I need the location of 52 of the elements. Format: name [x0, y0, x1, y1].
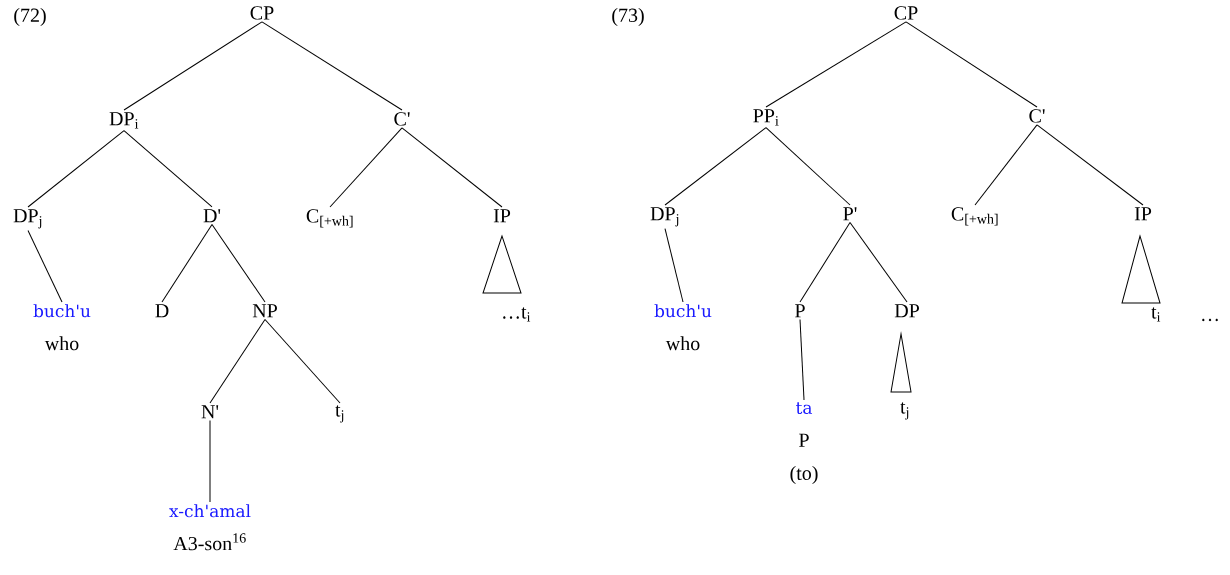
tree-label: NP [252, 304, 277, 318]
tree-label: C$_{[+wh]}$ [306, 209, 353, 228]
tree-label: IP [493, 209, 511, 223]
tree-branch [123, 130, 213, 208]
tree-label: C' [1029, 109, 1045, 123]
word-gloss: buch'u who [654, 304, 712, 351]
tree-branch [664, 127, 767, 206]
tree-label: D' [203, 209, 221, 223]
tree-label: IP [1134, 207, 1152, 221]
tree-label: C' [394, 112, 410, 126]
tree-label: DP$_{i}$ [109, 112, 139, 129]
ellipsis: … [1202, 318, 1218, 322]
tree-label: DP$_{j}$ [650, 207, 679, 227]
tree-branch [27, 130, 125, 208]
tree-label: N' [201, 405, 219, 419]
tree-branch [974, 124, 1038, 206]
example-number: (73) [612, 7, 644, 27]
tree-branch [849, 222, 908, 303]
tree-branch [209, 319, 266, 404]
tree-branch [264, 319, 341, 404]
tree-branch [1036, 124, 1144, 206]
tree-branch [27, 230, 63, 303]
tree-branch [261, 21, 403, 111]
tree-branch [329, 127, 403, 208]
tree-branch [765, 21, 907, 108]
example-number: (72) [14, 7, 46, 27]
tree-label: t$_{i}$ [1151, 307, 1161, 322]
tree-label: t$_{j}$ [900, 402, 909, 420]
tree-branch [905, 21, 1038, 108]
word-gloss: x-ch'amal A3-son$^{16}$ [169, 504, 251, 551]
tree-label: C$_{[+wh]}$ [951, 207, 998, 226]
tree-label: CP [894, 6, 918, 20]
tree-branch [123, 21, 263, 111]
tree-branch [799, 319, 805, 401]
tree-label: P [795, 304, 805, 318]
tree-branch [161, 224, 213, 303]
tree-label: CP [250, 6, 274, 20]
word-gloss: ta P (to) [790, 402, 818, 484]
tree-label: D [155, 304, 169, 318]
tree-branch [765, 127, 851, 206]
tree-label: …t$_{i}$ [503, 307, 531, 322]
tree-label: DP [894, 304, 919, 318]
tree-branch [209, 420, 211, 503]
word-gloss: buch'u who [33, 304, 91, 351]
tree-label: DP$_{j}$ [13, 209, 42, 229]
tree-branch [211, 224, 266, 303]
tree-branch [799, 222, 851, 303]
tree-label: P' [843, 207, 857, 221]
tree-branch [664, 228, 684, 303]
tree-label: PP$_{i}$ [753, 109, 779, 126]
tree-branch [401, 127, 503, 208]
tree-label: t$_{j}$ [335, 405, 344, 423]
